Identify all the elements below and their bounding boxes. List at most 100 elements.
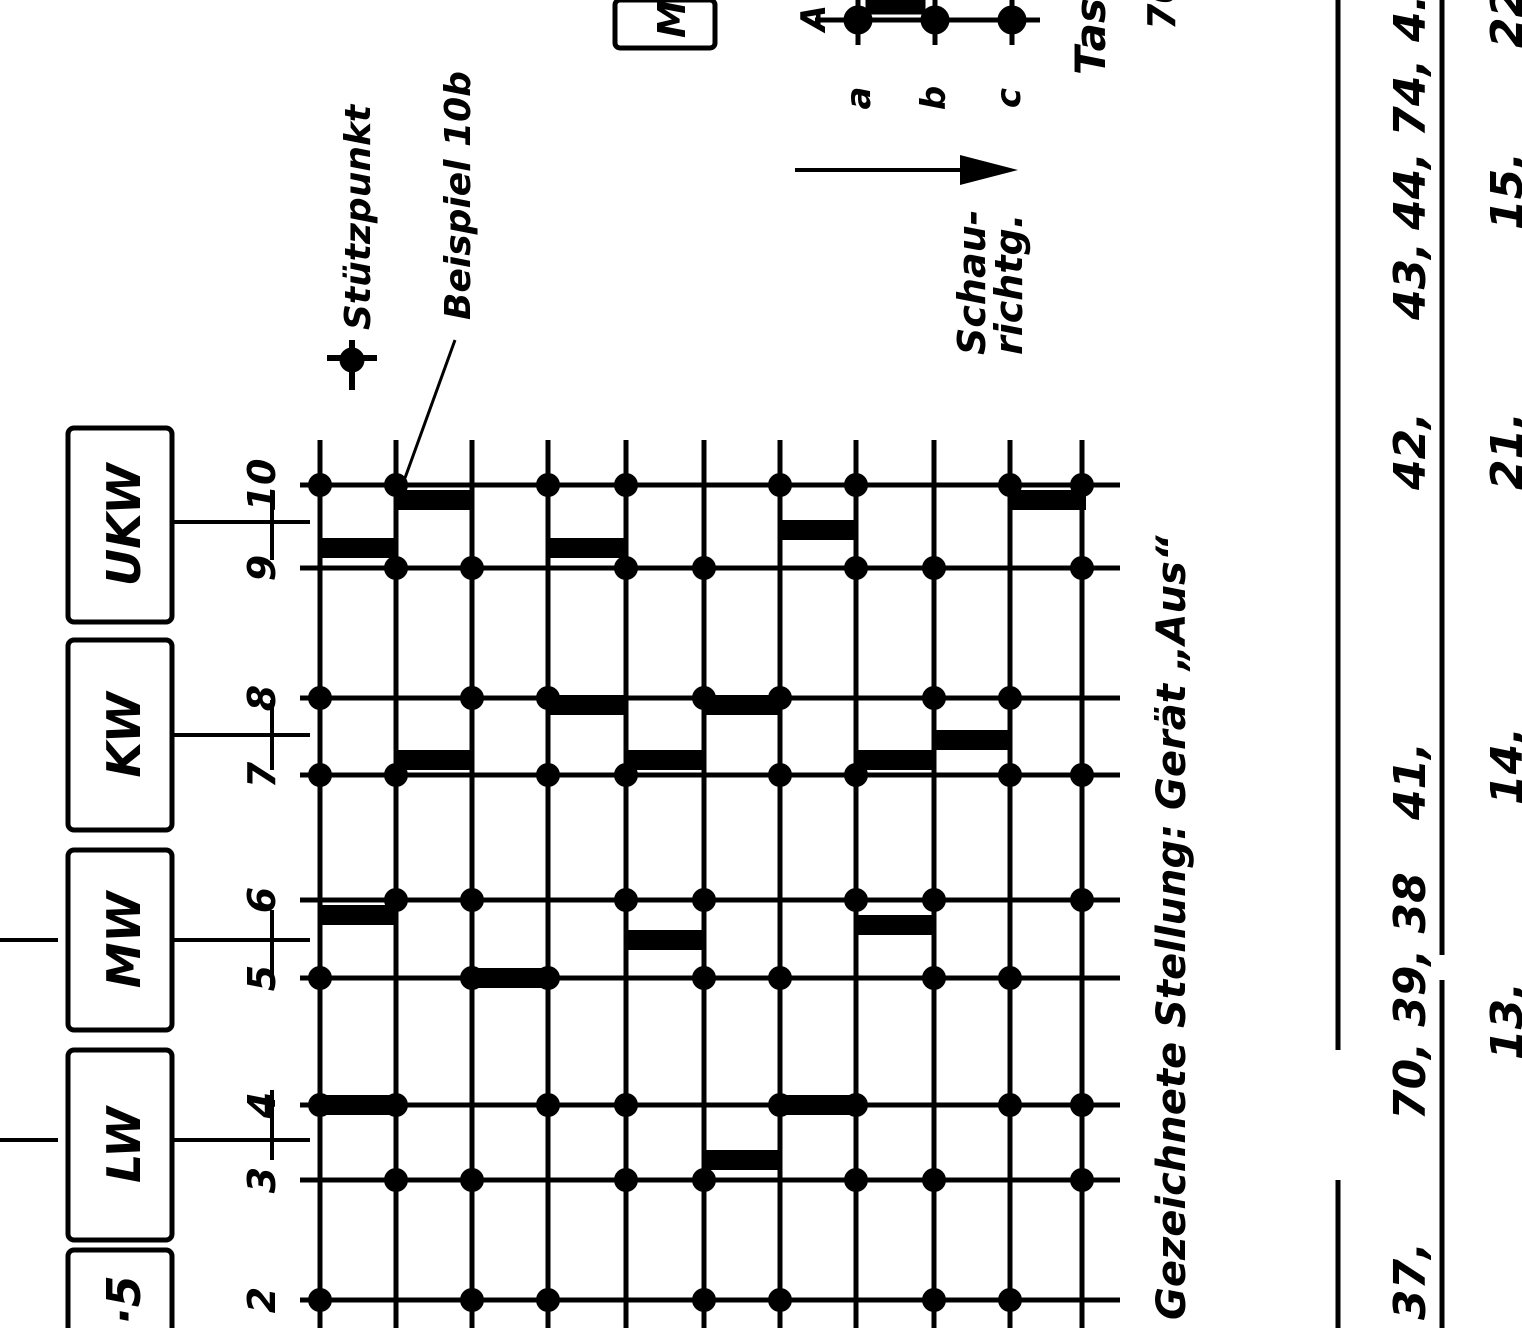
contact-dot [308, 1288, 332, 1312]
contact-dot [460, 1288, 484, 1312]
wiring-number: 70, 39, 38 [1385, 872, 1436, 1120]
row-number: 2 [240, 1287, 284, 1313]
contact-grid [300, 440, 1120, 1328]
wiring-numbers-row-1: 37, 70, 39, 38 41, 42, 43, 44, 74, 4… [1385, 0, 1436, 1320]
contact-dot [460, 686, 484, 710]
contact-dot [998, 1093, 1022, 1117]
contact-dot [922, 966, 946, 990]
contact-letter-a: a [839, 87, 879, 110]
contact-bridge [780, 1095, 856, 1115]
contact-dot [844, 473, 868, 497]
contact-dot [308, 966, 332, 990]
wiring-numbers-row-2: 13, 14, 21, 15, 22 [1482, 0, 1522, 1060]
contact-bridge [320, 905, 396, 925]
wiring-number: 4… [1385, 0, 1436, 43]
contact-dot [536, 763, 560, 787]
example-pointer [403, 339, 457, 479]
contact-bridge [934, 730, 1010, 750]
contact-dot [614, 1168, 638, 1192]
contact-dot [614, 473, 638, 497]
contact-dot [922, 1288, 946, 1312]
contact-dot [384, 1168, 408, 1192]
contact-dot [384, 556, 408, 580]
contact-bridge [320, 1095, 396, 1115]
button-connectors [0, 490, 310, 1160]
contact-dot [768, 763, 792, 787]
wiring-number: 44, 74, [1385, 59, 1436, 231]
contact-bridge [396, 490, 472, 510]
contact-dot [1070, 1168, 1094, 1192]
wiring-number: 21, [1482, 412, 1522, 490]
contact-dot [692, 1288, 716, 1312]
contact-bridge [856, 915, 932, 935]
contact-bridge [626, 750, 702, 770]
contact-bridge [548, 538, 624, 558]
wiring-number: 15, [1482, 152, 1522, 230]
contact-example: a b c A Tas 70 M [612, 0, 1184, 110]
contact-dot [922, 556, 946, 580]
contact-dot [536, 1093, 560, 1117]
view-direction-legend: Schau- richtg. [795, 155, 1031, 355]
wiring-number: 43, [1385, 242, 1436, 321]
wiring-number: 41, [1385, 742, 1436, 821]
view-direction-label-1: Schau- [950, 210, 994, 355]
contact-dot [536, 1288, 560, 1312]
contact-dot [308, 686, 332, 710]
contact-dot [460, 556, 484, 580]
contact-dot [308, 763, 332, 787]
contact-dot [692, 556, 716, 580]
row-number: 8 [240, 685, 284, 711]
contact-dot [922, 1168, 946, 1192]
contact-dot [614, 1093, 638, 1117]
contact-letter-b: b [914, 86, 954, 110]
button-box-ukw [65, 425, 175, 625]
contact-dot [460, 888, 484, 912]
contact-dot [768, 473, 792, 497]
contact-dot [998, 763, 1022, 787]
contact-dot [614, 556, 638, 580]
contact-dot [844, 556, 868, 580]
support-point-symbol [327, 340, 377, 390]
contact-dot [1070, 1093, 1094, 1117]
wiring-number: 22 [1482, 0, 1522, 48]
row-number: 6 [240, 887, 284, 913]
contact-dot [922, 686, 946, 710]
wiring-table-lines [1335, 0, 1445, 1328]
contact-dot [844, 1168, 868, 1192]
button-label-lw: LW [97, 1105, 151, 1183]
contact-dot [1070, 888, 1094, 912]
contact-dot [998, 1288, 1022, 1312]
wiring-number: 42, [1385, 412, 1436, 491]
contact-dot [536, 473, 560, 497]
contact-dot [460, 1168, 484, 1192]
number-label-partial: 70 [1140, 0, 1184, 30]
example-label: Beispiel 10b [438, 71, 479, 320]
contact-dot [1070, 763, 1094, 787]
contact-dot [844, 888, 868, 912]
contact-dot [308, 473, 332, 497]
row-number: 4 [240, 1092, 284, 1119]
contact-bridge [1010, 490, 1086, 510]
contact-dot [768, 966, 792, 990]
contact-bridge [626, 930, 702, 950]
row-number: 9 [240, 555, 284, 581]
button-label-ukw: UKW [97, 461, 151, 586]
row-number: 5 [240, 965, 284, 991]
row-number: 3 [240, 1167, 284, 1193]
contact-dot [922, 888, 946, 912]
contact-dot [1070, 556, 1094, 580]
diagram-caption: Gezeichnete Stellung: Gerät „Aus“ [1149, 534, 1195, 1320]
wiring-number: 37, [1385, 1242, 1436, 1320]
view-direction-arrowhead [960, 155, 1018, 185]
row-number: 10 [240, 459, 284, 512]
contact-dot [998, 686, 1022, 710]
contact-bridge [548, 695, 624, 715]
support-point-legend: Stützpunkt Beispiel 10b [327, 71, 479, 479]
button-label-lw5: ·5 [97, 1275, 151, 1324]
contact-dot [614, 888, 638, 912]
button-label-mw: MW [97, 889, 151, 988]
row-number: 7 [240, 761, 284, 788]
row-numbers: 2 3 4 5 6 7 8 9 10 [240, 459, 284, 1314]
